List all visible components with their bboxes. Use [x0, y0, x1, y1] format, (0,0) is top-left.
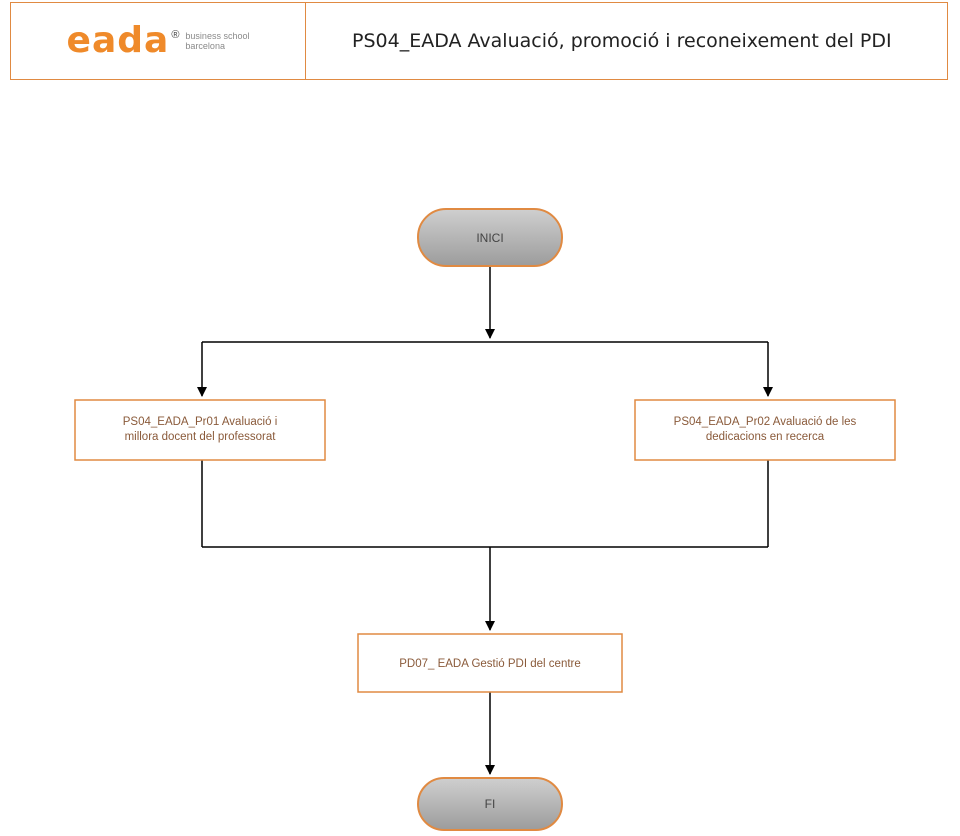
process-right-box [634, 399, 896, 461]
process-left-label-line1: PS04_EADA_Pr01 Avaluació i [123, 416, 278, 428]
start-terminal-label: INICI [476, 231, 503, 245]
end-terminal: FI [417, 777, 563, 831]
process-center: PD07_ EADA Gestió PDI del centre [357, 633, 623, 693]
eada-logo: eada ® business school barcelona [11, 3, 306, 79]
process-left-box [74, 399, 326, 461]
logo-subtitle-line1: business school [185, 31, 250, 41]
process-center-box [357, 633, 623, 693]
start-terminal-shape [417, 208, 563, 267]
process-right-label-line1: PS04_EADA_Pr02 Avaluació de les [674, 416, 857, 428]
start-terminal: INICI [417, 208, 563, 267]
logo-subtitle-line2: barcelona [185, 41, 225, 51]
connectors [197, 266, 773, 775]
process-right-label-line2: dedicacions en recerca [706, 431, 825, 443]
document-title: PS04_EADA Avaluació, promoció i reconeix… [352, 30, 892, 52]
end-terminal-shape [417, 777, 563, 831]
logo-subtitle: business school barcelona [185, 31, 249, 51]
process-left-label-line2: millora docent del professorat [125, 431, 277, 443]
process-left: PS04_EADA_Pr01 Avaluació i millora docen… [74, 399, 326, 461]
logo-wordmark: eada [66, 20, 170, 61]
process-center-label: PD07_ EADA Gestió PDI del centre [399, 658, 581, 670]
registered-mark: ® [171, 29, 180, 41]
end-terminal-label: FI [485, 797, 496, 811]
process-right: PS04_EADA_Pr02 Avaluació de les dedicaci… [634, 399, 896, 461]
header-title-cell: PS04_EADA Avaluació, promoció i reconeix… [306, 3, 947, 79]
document-header: eada ® business school barcelona PS04_EA… [10, 2, 948, 80]
